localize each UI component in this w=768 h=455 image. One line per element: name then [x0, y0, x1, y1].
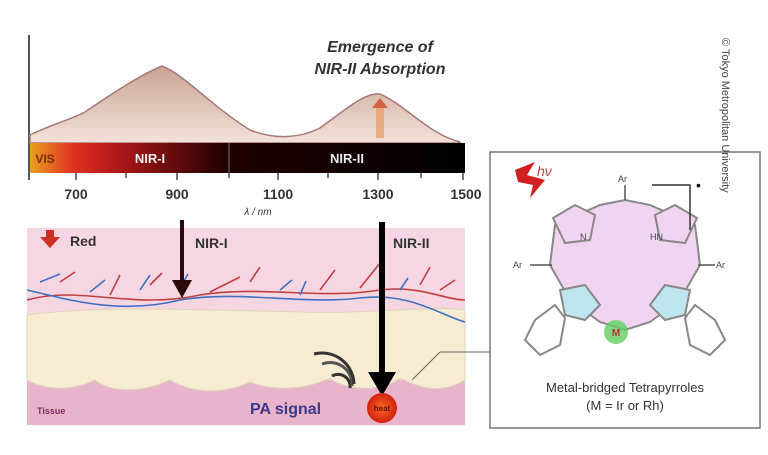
- connector-line: [411, 351, 441, 381]
- tetrapyrrole-structure: [523, 184, 727, 357]
- blood-vessels: [26, 262, 466, 323]
- axis-ticks: [75, 173, 464, 180]
- nir1-arrow-head-icon: [172, 280, 192, 298]
- rising-arrow-head-icon: [372, 98, 388, 108]
- ar-right-label: Ar: [716, 260, 725, 270]
- pa-signal-waves-icon: [313, 351, 356, 389]
- absorption-curve: [29, 65, 461, 144]
- tissue-label: Tissue: [37, 406, 65, 416]
- tick-1500: 1500: [450, 186, 481, 202]
- spectrum-title-line1: Emergence of: [327, 39, 434, 56]
- spectrum-band-bar: [30, 143, 465, 173]
- heat-spot: [367, 393, 397, 423]
- band-label-vis: VIS: [35, 152, 54, 166]
- tissue-lower-layer: [27, 380, 465, 425]
- lightning-icon: [515, 162, 545, 198]
- pa-signal-label: PA signal: [250, 401, 321, 418]
- rising-arrow-icon: [376, 106, 384, 138]
- band-label-nir2: NIR-II: [330, 151, 364, 166]
- copyright-text: © Tokyo Metropolitan University: [719, 38, 731, 193]
- heat-label: heat: [374, 404, 391, 413]
- nir2-arrow-head-icon: [368, 372, 396, 396]
- band-label-nir1: NIR-I: [135, 151, 165, 166]
- red-label: Red: [70, 233, 96, 249]
- molecule-caption-line1: Metal-bridged Tetrapyrroles: [546, 380, 704, 395]
- red-arrow-icon: [40, 230, 60, 248]
- nir1-label: NIR-I: [195, 235, 228, 251]
- spectrum-title-line2: NIR-II Absorption: [315, 61, 446, 78]
- metal-label: M: [612, 328, 620, 339]
- hn-label: HN: [650, 232, 663, 242]
- ar-left-label: Ar: [513, 260, 522, 270]
- radical-label: •: [696, 177, 701, 193]
- tick-1300: 1300: [362, 186, 393, 202]
- tick-1100: 1100: [263, 186, 294, 202]
- molecule-caption-line2: (M = Ir or Rh): [586, 398, 664, 413]
- axis-label: λ / nm: [243, 207, 271, 218]
- metal-highlight: [604, 320, 628, 344]
- tick-900: 900: [165, 186, 189, 202]
- hv-label: hν: [537, 163, 552, 179]
- n-label: N: [580, 232, 587, 242]
- nir2-label: NIR-II: [393, 235, 430, 251]
- tick-700: 700: [64, 186, 88, 202]
- ar-top-label: Ar: [618, 174, 627, 184]
- fat-layer: [26, 307, 466, 392]
